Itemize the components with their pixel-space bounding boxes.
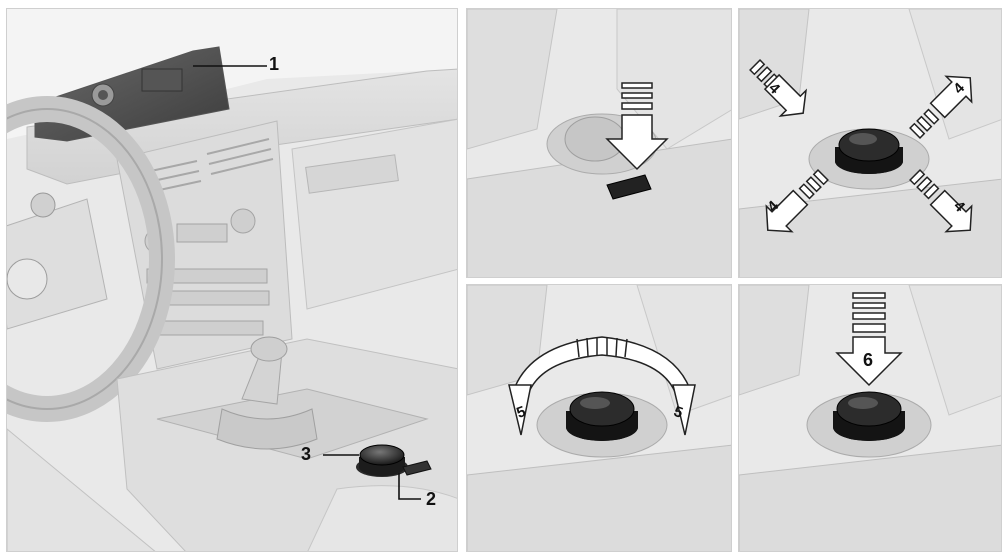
gear-lever [216, 336, 318, 450]
controller-knob [835, 128, 903, 174]
controller-turn-panel: 5 5 [466, 284, 732, 552]
tilt-arrows [749, 59, 973, 233]
rotate-arrow [508, 336, 696, 436]
callout-3: 3 [301, 444, 312, 464]
cockpit-illustration [7, 9, 457, 551]
leader-lines [193, 65, 421, 500]
controller-knob [566, 391, 638, 441]
menu-button [402, 460, 432, 476]
tilt-illustration [739, 9, 1001, 277]
callout-6: 6 [863, 350, 874, 370]
menu-button [606, 174, 652, 200]
controller-knob [356, 444, 408, 477]
turn-illustration [467, 285, 731, 551]
steering-wheel [7, 96, 175, 422]
controller-tilt-panel: 4 4 4 4 [738, 8, 1002, 278]
press-down-arrow [835, 292, 903, 387]
controller-push-panel [466, 8, 732, 278]
cockpit-overview-panel: 1 3 2 [6, 8, 458, 552]
passenger-seat [307, 485, 457, 551]
push-illustration [467, 9, 731, 277]
press-illustration [739, 285, 1001, 551]
callout-1: 1 [269, 54, 280, 74]
controller-press-panel: 6 [738, 284, 1002, 552]
push-down-arrow [605, 82, 669, 171]
controller-knob [833, 391, 905, 441]
callout-2: 2 [426, 489, 437, 509]
driver-seat [7, 428, 156, 551]
